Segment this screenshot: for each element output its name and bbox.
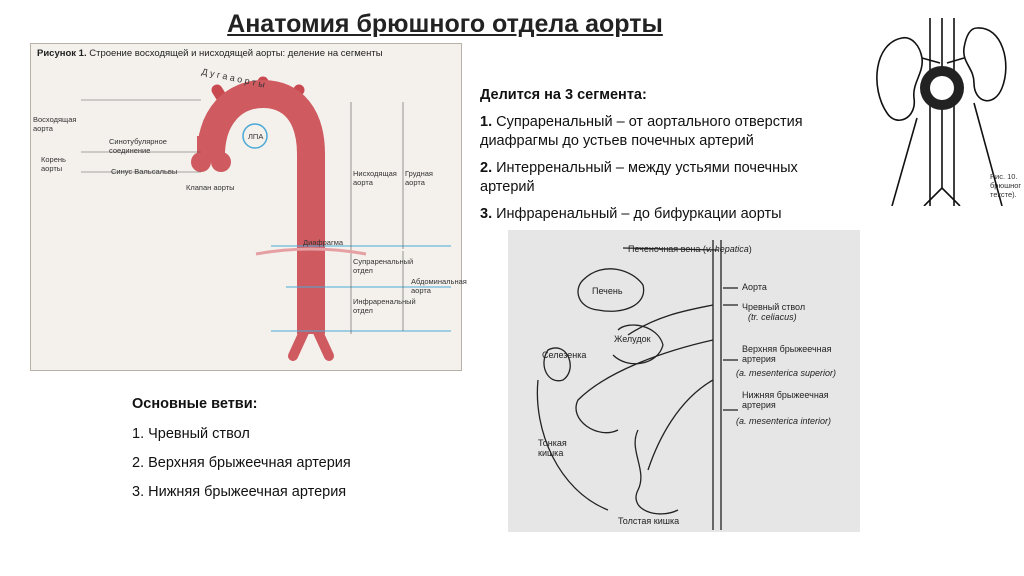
kidney-aorta-sketch <box>876 18 1007 206</box>
branch-item: 1. Чревный ствол <box>132 426 250 442</box>
branches-heading: Основные ветви: <box>132 396 258 412</box>
infrarenal-label: Инфраренальный отдел <box>353 297 416 315</box>
diaphragm-label: Диафрагма <box>303 238 344 247</box>
segment-item: 1. Супраренальный – от аортального отвер… <box>480 114 803 149</box>
page-title: Анатомия брюшного отдела аорты <box>227 10 663 38</box>
suprarenal-label: Супраренальный отдел <box>353 257 414 275</box>
kidney-caption: Рис. 10. брюшног тексте). <box>990 172 1022 199</box>
small-intestine-label: Тонкая кишка <box>538 438 567 458</box>
ascending-label: Восходящая аорта <box>33 115 77 133</box>
sinotubular-label: Синотубулярное соединение <box>109 137 167 155</box>
valsalva-label: Синус Вальсальвы <box>111 167 178 176</box>
aorta-label: Аорта <box>742 282 767 292</box>
aorta-drawing <box>81 76 451 361</box>
aorta-segments-figure: Рисунок 1. Строение восходящей и нисходя… <box>30 43 467 371</box>
ima-label: Нижняя брыжеечная артерия <box>742 390 829 410</box>
descending-label: Нисходящая аорта <box>353 169 397 187</box>
thoracic-label: Грудная аорта <box>405 169 433 187</box>
celiac-label: Чревный ствол <box>742 302 806 312</box>
root-label: Корень аорты <box>41 155 66 173</box>
spleen-label: Селезенка <box>542 350 587 360</box>
sma-label: Верхняя брыжеечная артерия <box>742 344 832 364</box>
branches-block: Основные ветви: 1. Чревный ствол 2. Верх… <box>132 396 432 513</box>
large-intestine-label: Толстая кишка <box>618 516 680 526</box>
branch-item: 2. Верхняя брыжеечная артерия <box>132 455 351 471</box>
stomach-label: Желудок <box>614 334 651 344</box>
abdominal-label: Абдоминальная аорта <box>411 277 467 295</box>
segments-block: Делится на 3 сегмента: 1. Супраренальный… <box>480 86 840 232</box>
hepatic-vein-label: Печеночная вена (v. hepatica) <box>628 244 752 254</box>
valve-label: Клапан аорты <box>186 183 235 192</box>
abdominal-branches-figure: Печеночная вена (v. hepatica) Печень Аор… <box>508 230 860 532</box>
segments-heading: Делится на 3 сегмента: <box>480 87 647 103</box>
ima-latin-label: (a. mesenterica interior) <box>736 416 832 426</box>
pla-label: ЛПА <box>248 132 264 141</box>
celiac-latin-label: (tr. celiacus) <box>748 312 797 322</box>
branch-item: 3. Нижняя брыжеечная артерия <box>132 484 347 500</box>
sma-latin-label: (a. mesenterica superior) <box>736 368 837 378</box>
abdominal-drawing <box>536 240 738 530</box>
segment-item: 3. Инфраренальный – до бифуркации аорты <box>480 206 782 222</box>
liver-label: Печень <box>592 286 623 296</box>
segment-item: 2. Интерренальный – между устьями почечн… <box>480 160 798 195</box>
figure1-caption: Рисунок 1. Строение восходящей и нисходя… <box>37 48 383 59</box>
